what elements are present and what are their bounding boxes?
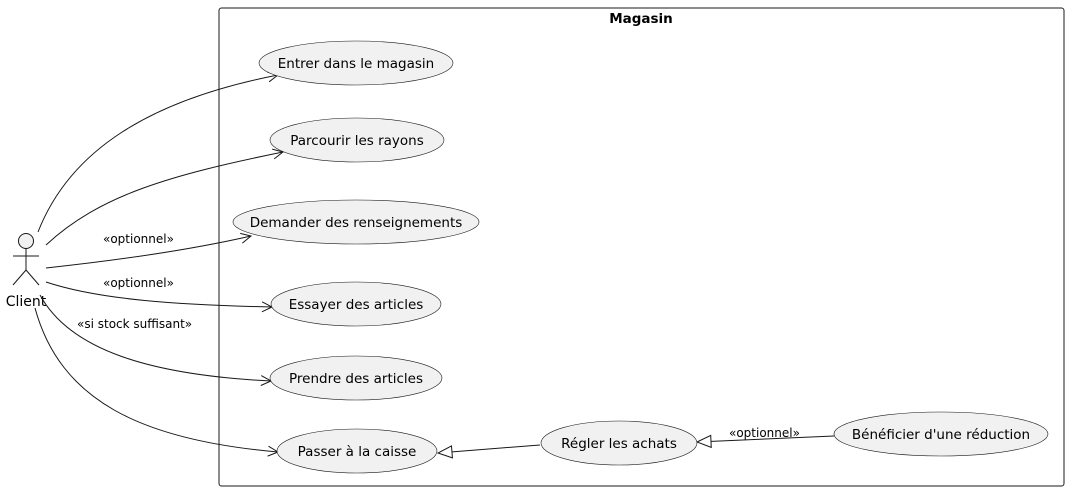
use-case-caisse[interactable]: Passer à la caisse [276,428,438,474]
edge-label-essayer: «optionnel» [103,276,174,290]
use-case-regler[interactable]: Régler les achats [540,420,698,466]
edge-entrer [37,75,278,233]
use-case-shape [270,281,442,327]
use-case-essayer[interactable]: Essayer des articles [270,281,442,327]
use-case-shape [269,355,443,401]
use-case-label: Parcourir les rayons [290,133,423,149]
use-case-entrer[interactable]: Entrer dans le magasin [258,40,454,86]
actor-right-leg [25,269,40,286]
use-case-label: Prendre des articles [289,371,423,387]
use-case-shape [540,420,698,466]
use-case-label: Passer à la caisse [298,444,417,460]
use-case-label: Entrer dans le magasin [278,56,434,72]
actor-name: Client [6,294,47,310]
use-case-label: Régler les achats [561,436,677,452]
use-case-label: Demander des renseignements [250,215,463,231]
edge-caisse [34,307,278,452]
use-case-parcourir[interactable]: Parcourir les rayons [269,117,445,163]
use-case-reduction[interactable]: Bénéficier d'une réduction [833,411,1049,457]
use-case-prendre[interactable]: Prendre des articles [269,355,443,401]
use-case-label: Bénéficier d'une réduction [852,427,1030,443]
edge-parcourir [45,152,283,246]
use-case-label: Essayer des articles [289,297,424,313]
edge-demander [45,236,251,269]
edge-reduction-to-regler [697,436,835,442]
edge-prendre [39,294,271,381]
actor-left-leg [12,269,27,286]
edge-essayer [45,281,272,307]
edge-regler-to-caisse [438,444,541,453]
use-case-shape [269,117,445,163]
actor-client[interactable]: Client [6,233,47,311]
use-case-demander[interactable]: Demander des renseignements [232,199,480,245]
use-case-shape [258,40,454,86]
package-title: Magasin [609,11,673,27]
use-case-shape [833,411,1049,457]
edge-label-reduction: «optionnel» [729,426,800,440]
use-case-shape [276,428,438,474]
use-case-shape [232,199,480,245]
edge-label-prendre: «si stock suffisant» [77,317,192,331]
edge-label-demander: «optionnel» [103,232,174,246]
actor-head [18,233,34,249]
